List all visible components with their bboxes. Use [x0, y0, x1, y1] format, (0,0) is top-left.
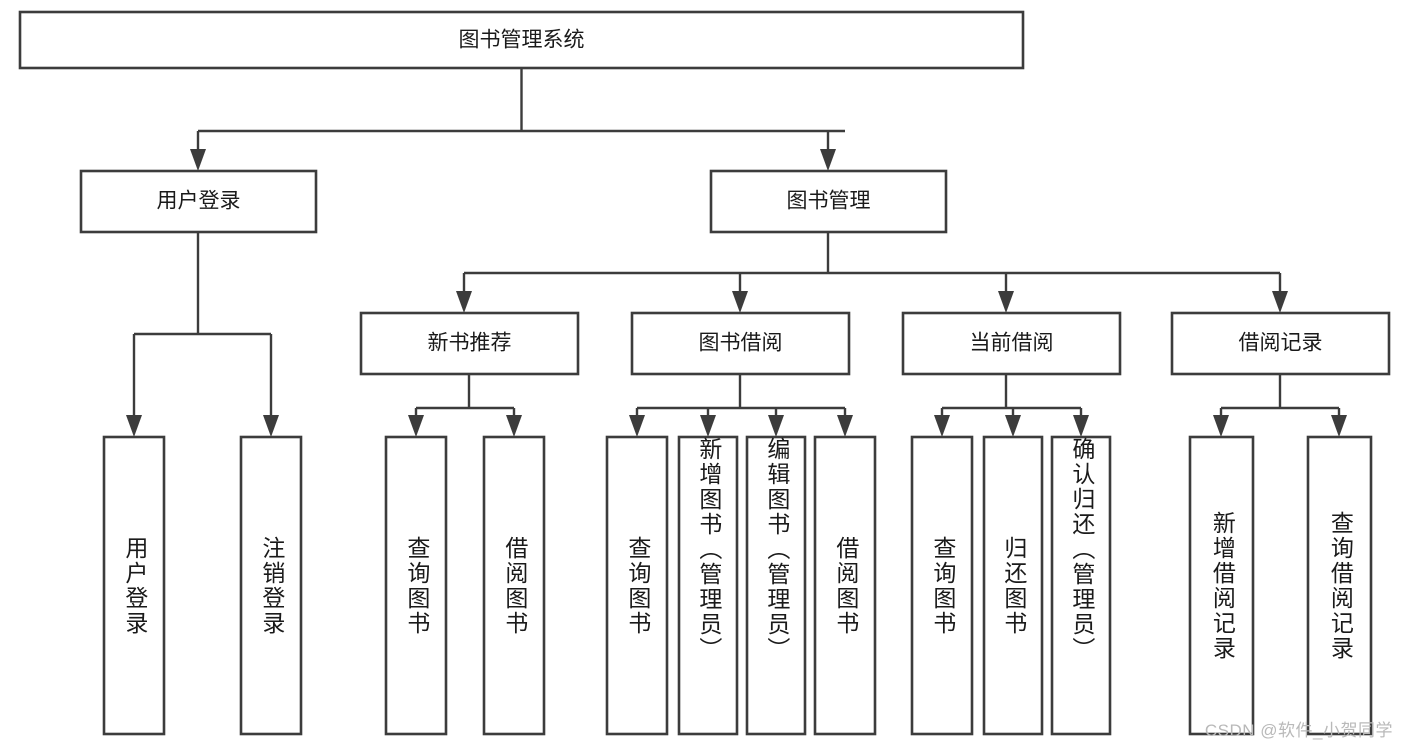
node-current-borrow-box[interactable] [901, 311, 1122, 376]
connector-group-book-borrow [629, 374, 853, 437]
node-book-borrow[interactable]: 图书借阅 [630, 311, 851, 376]
node-current-borrow[interactable]: 当前借阅 [901, 311, 1122, 376]
watermark-text: CSDN @软件_小贺同学 [1204, 721, 1393, 740]
node-user-login-box[interactable] [79, 169, 318, 234]
node-root-label: 图书管理系统 [459, 29, 585, 52]
arrow-head-icon [408, 415, 424, 437]
node-new-book-recommend[interactable]: 新书推荐 [359, 311, 580, 376]
arrow-head-icon [126, 415, 142, 437]
arrow-head-icon [700, 415, 716, 437]
node-root[interactable]: 图书管理系统 [18, 10, 1025, 70]
node-borrow-record-label: 借阅记录 [1239, 332, 1323, 355]
connector-group-current-borrow [934, 374, 1089, 437]
leaf-box-add-book-admin[interactable] [677, 435, 739, 736]
node-root-box[interactable] [18, 10, 1025, 70]
arrow-head-icon [1073, 415, 1089, 437]
leaf-box-group [102, 435, 1373, 736]
node-borrow-record-box[interactable] [1170, 311, 1391, 376]
node-book-manage-label: 图书管理 [787, 190, 871, 213]
arrow-head-icon [1213, 415, 1229, 437]
leaf-box-query-book-a[interactable] [384, 435, 448, 736]
arrow-head-icon [629, 415, 645, 437]
connector-group-new-book [408, 374, 522, 437]
node-book-manage-box[interactable] [709, 169, 948, 234]
arrow-head-icon [190, 149, 206, 171]
leaf-box-logout[interactable] [239, 435, 303, 736]
leaf-box-confirm-return-admin[interactable] [1050, 435, 1112, 736]
arrow-head-icon [456, 291, 472, 313]
arrow-head-icon [820, 149, 836, 171]
arrow-head-icon [1331, 415, 1347, 437]
node-book-borrow-label: 图书借阅 [699, 332, 783, 355]
arrow-head-icon [506, 415, 522, 437]
leaf-box-query-book-b[interactable] [605, 435, 669, 736]
leaf-box-query-book-c[interactable] [910, 435, 974, 736]
leaf-box-borrow-book-b[interactable] [813, 435, 877, 736]
arrow-head-icon [732, 291, 748, 313]
arrow-head-icon [1005, 415, 1021, 437]
arrow-head-icon [934, 415, 950, 437]
arrow-head-icon [998, 291, 1014, 313]
node-borrow-record[interactable]: 借阅记录 [1170, 311, 1391, 376]
connector-group-book-manage [456, 232, 1288, 313]
node-book-borrow-box[interactable] [630, 311, 851, 376]
node-book-manage[interactable]: 图书管理 [709, 169, 948, 234]
node-new-book-recommend-box[interactable] [359, 311, 580, 376]
leaf-box-user-login[interactable] [102, 435, 166, 736]
connector-group-borrow-record [1213, 374, 1347, 437]
node-new-book-recommend-label: 新书推荐 [428, 332, 512, 355]
leaf-box-borrow-book-a[interactable] [482, 435, 546, 736]
connector-group-user-login [126, 232, 279, 437]
arrow-head-icon [263, 415, 279, 437]
leaf-box-add-borrow-record[interactable] [1188, 435, 1255, 736]
leaf-box-query-borrow-record[interactable] [1306, 435, 1373, 736]
arrow-head-icon [768, 415, 784, 437]
arrow-head-icon [837, 415, 853, 437]
connector-group-root [190, 68, 845, 171]
leaf-box-return-book[interactable] [982, 435, 1044, 736]
node-user-login-label: 用户登录 [157, 190, 241, 213]
arrow-head-icon [1272, 291, 1288, 313]
leaf-box-edit-book-admin[interactable] [745, 435, 807, 736]
node-user-login[interactable]: 用户登录 [79, 169, 318, 234]
node-current-borrow-label: 当前借阅 [970, 332, 1054, 355]
